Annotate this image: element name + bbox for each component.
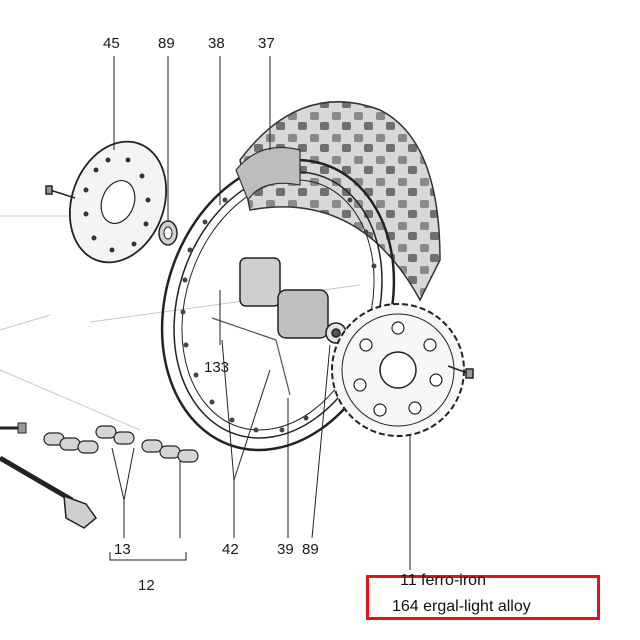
callout-39: 39: [277, 541, 294, 558]
leader-lines: [109, 56, 411, 570]
bearing-top: [158, 220, 178, 246]
hub: [239, 257, 347, 344]
legend-line-ferro-iron: 11 ferro-iron: [400, 572, 486, 589]
callout-89-bottom: 89: [302, 541, 319, 558]
spokes: [211, 317, 291, 396]
rim-band: [235, 146, 301, 202]
callout-45: 45: [103, 35, 120, 52]
axle: [0, 422, 98, 529]
disc-bolt: [45, 185, 76, 199]
chain-links: [43, 425, 199, 463]
callout-13: 13: [114, 541, 131, 558]
callout-89-top: 89: [158, 35, 175, 52]
legend-line-ergal-light-alloy: 164 ergal-light alloy: [392, 598, 531, 615]
highlight-box: [366, 575, 600, 620]
brake-disc: [68, 140, 168, 264]
callout-38: 38: [208, 35, 225, 52]
callout-12: 12: [138, 577, 155, 594]
callout-42: 42: [222, 541, 239, 558]
callout-37: 37: [258, 35, 275, 52]
sprocket-bolt: [447, 365, 474, 379]
sprocket: [331, 303, 465, 437]
callout-133: 133: [204, 359, 229, 376]
